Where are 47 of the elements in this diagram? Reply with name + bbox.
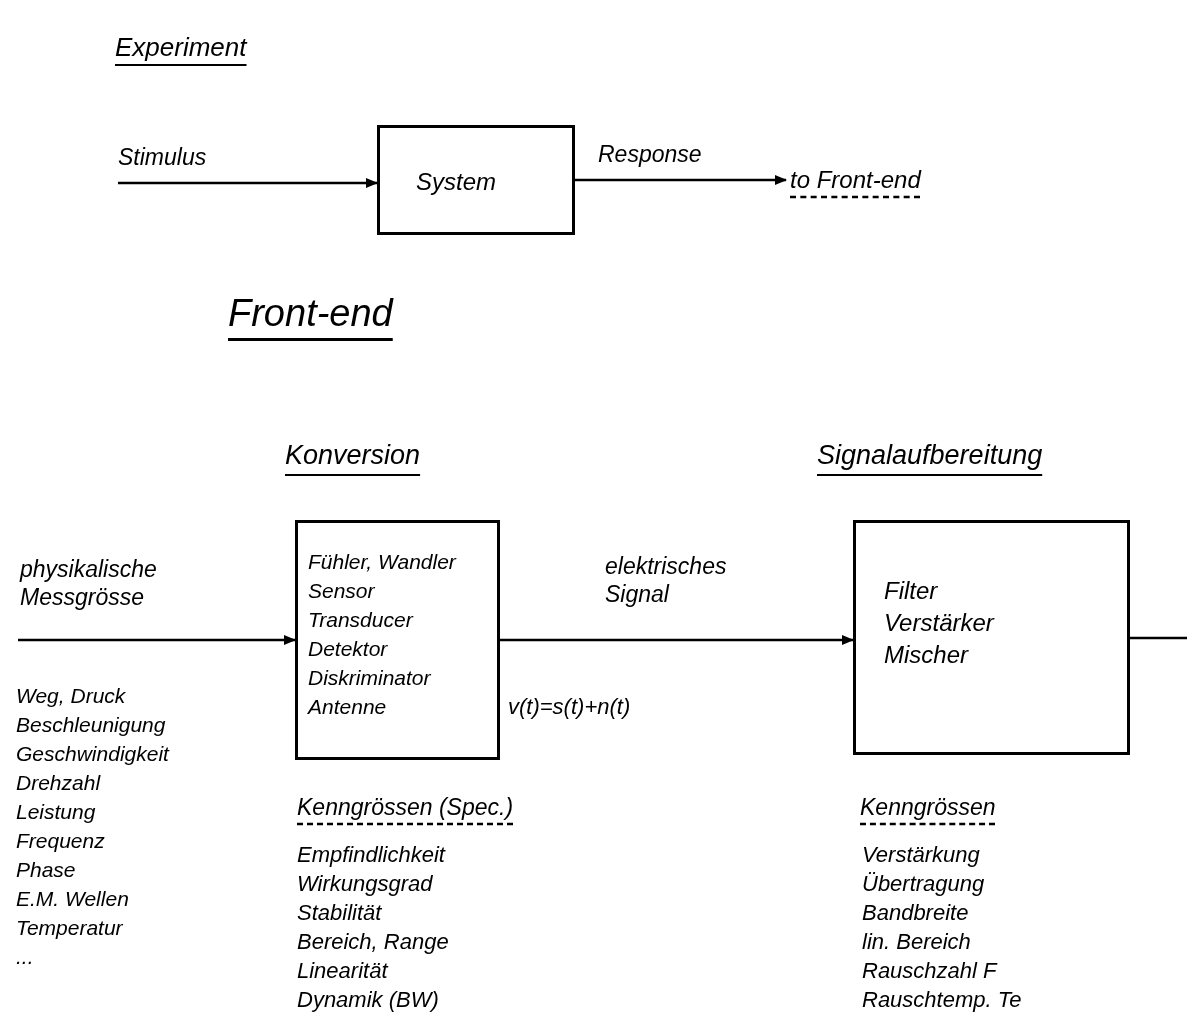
block-heading: Konversion [285,439,421,472]
arrow [118,178,378,188]
arrow [18,635,296,645]
quantity-item: ... [16,944,34,970]
arrow [575,175,787,185]
box-text: Verstärker [884,608,996,638]
output-label: to Front-end [790,165,921,195]
spec-item: Übertragung [862,870,985,898]
diagram-title: Experiment [115,31,247,64]
edge-label: Response [598,140,703,168]
spec-item: Dynamik (BW) [297,986,439,1014]
spec-item: Bereich, Range [297,928,449,956]
edge-label: Stimulus [118,143,208,171]
quantity-item: Geschwindigkeit [16,741,169,767]
quantity-item: Phase [16,857,76,883]
spec-item: Wirkungsgrad [297,870,433,898]
spec-item: Rauschtemp. Te [862,986,1022,1014]
quantity-item: Beschleunigung [16,712,166,738]
spec-item: Verstärkung [862,841,980,869]
box-text: Antenne [308,694,388,720]
spec-item: Linearität [297,957,388,985]
box-text: Filter [884,576,939,606]
arrow [500,635,854,645]
quantity-item: Temperatur [16,915,123,941]
list-heading: Kenngrössen [860,793,996,822]
box-text: Sensor [308,578,376,604]
box-text: System [416,167,497,197]
box-text: Mischer [884,640,970,670]
block-heading: Signalaufbereitung [817,439,1043,472]
quantity-item: E.M. Wellen [16,886,129,912]
spec-item: Empfindlichkeit [297,841,445,869]
spec-item: Bandbreite [862,899,969,927]
quantity-item: Weg, Druck [16,683,126,709]
quantity-item: Frequenz [16,828,105,854]
box-text: Fühler, Wandler [308,549,458,575]
spec-item: Rauschzahl F [862,957,997,985]
list-heading: Kenngrössen (Spec.) [297,793,514,822]
edge-label: elektrisches Signal [605,552,728,608]
spec-item: Stabilität [297,899,382,927]
box-text: Detektor [308,636,389,662]
quantity-item: Leistung [16,799,96,825]
quantity-item: Drehzahl [16,770,101,796]
edge-label: physikalische Messgrösse [20,555,158,611]
spec-item: lin. Bereich [862,928,971,956]
box-text: Transducer [308,607,415,633]
formula: v(t)=s(t)+n(t) [508,693,631,721]
box-text: Diskriminator [308,665,432,691]
